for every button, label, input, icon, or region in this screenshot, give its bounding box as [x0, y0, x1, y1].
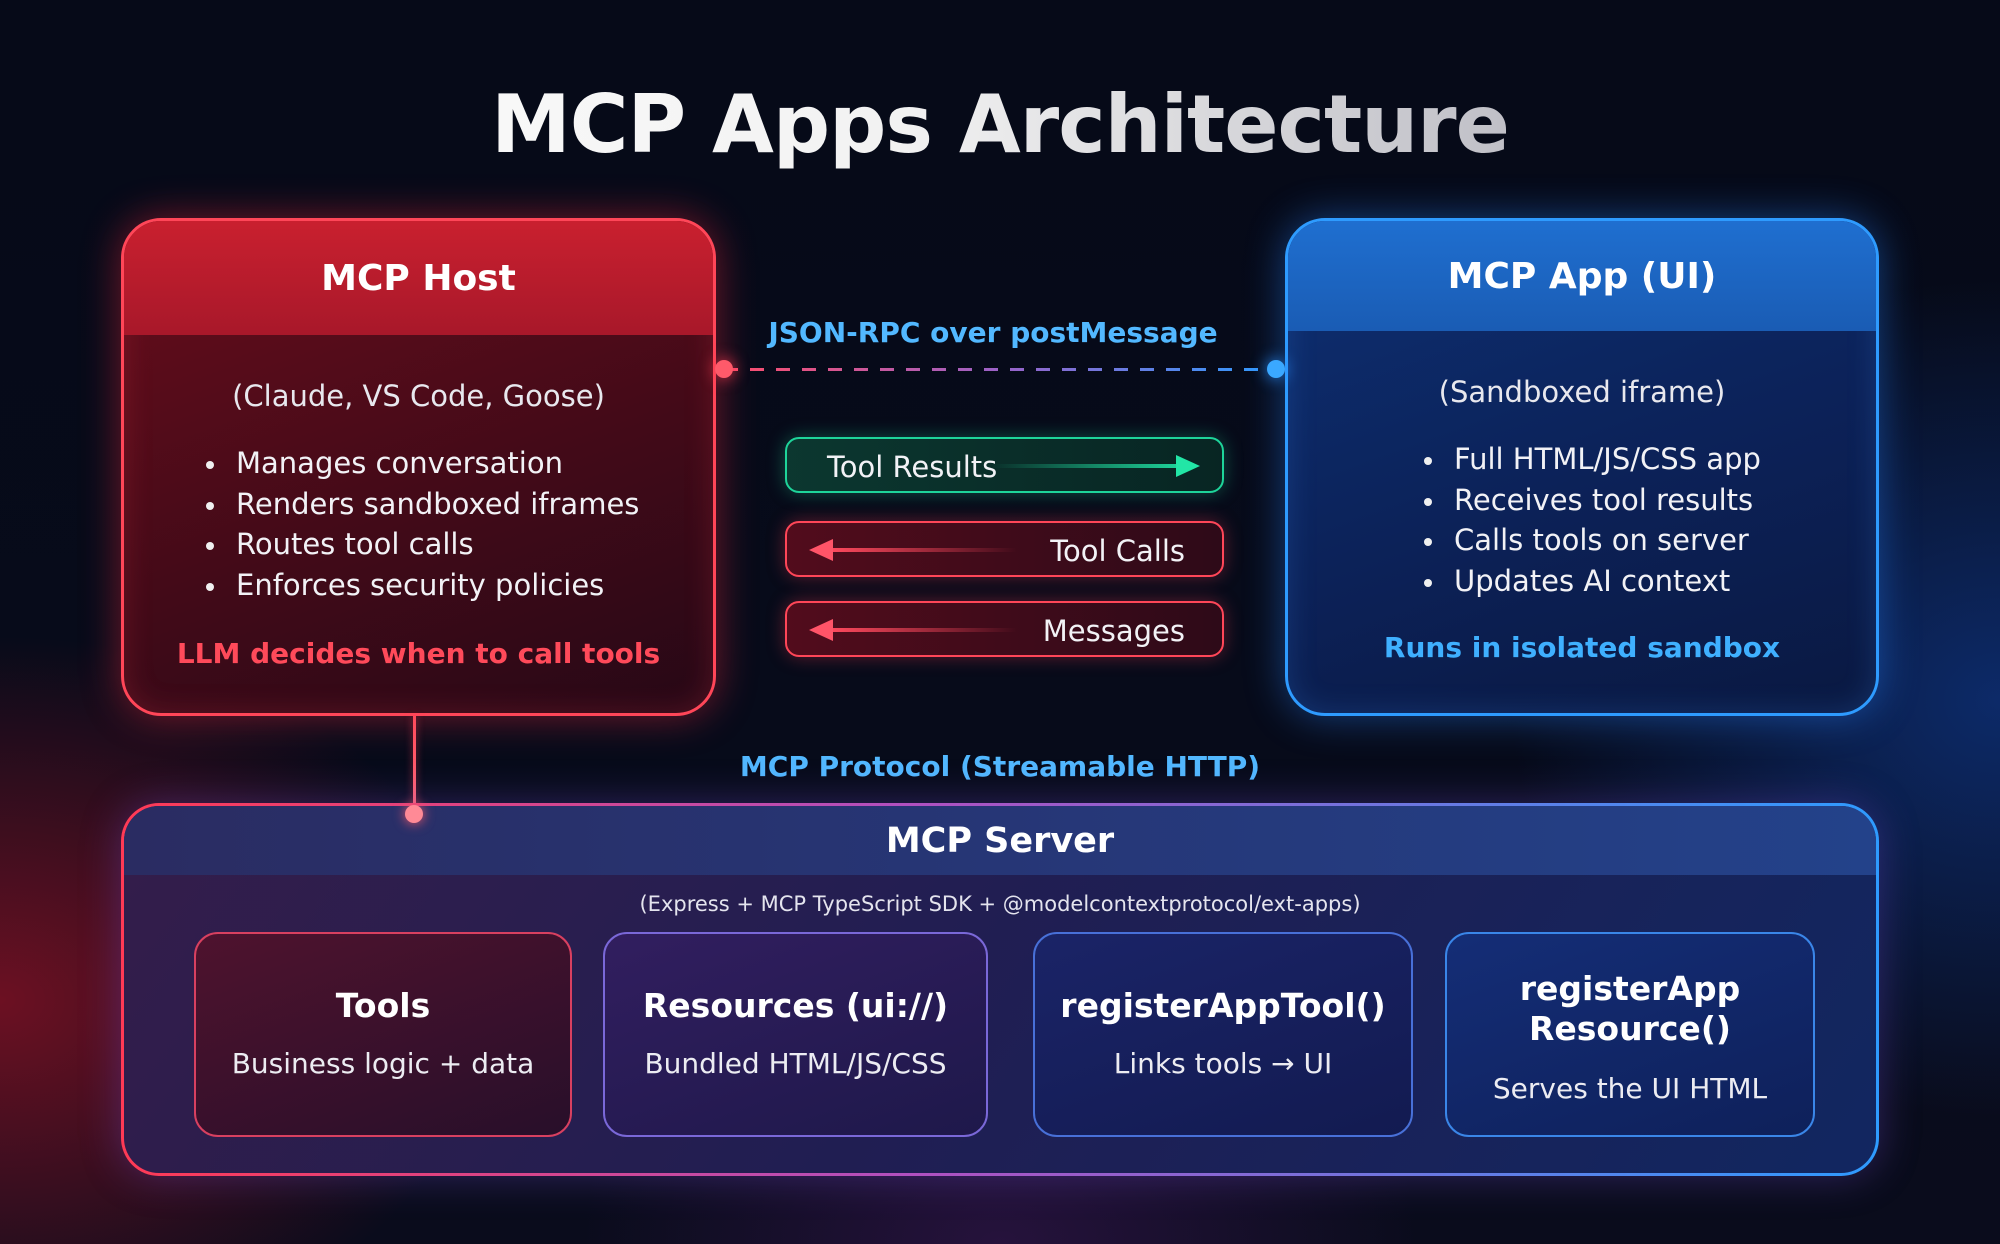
- mcp-server-panel: MCP Server (Express + MCP TypeScript SDK…: [121, 803, 1879, 1176]
- server-connector-dot: [405, 805, 423, 823]
- arrow-left-icon: [809, 619, 1017, 641]
- arrow-left-icon: [809, 539, 1017, 561]
- mcp-protocol-label: MCP Protocol (Streamable HTTP): [739, 750, 1261, 783]
- host-connector-dot: [715, 360, 733, 378]
- app-connector-dot: [1267, 360, 1285, 378]
- tool-calls-label: Tool Calls: [1050, 534, 1185, 568]
- tool-results-label: Tool Results: [827, 450, 998, 484]
- tool-calls-flow: Tool Calls: [785, 521, 1224, 577]
- arrow-right-icon: [992, 455, 1200, 477]
- host-server-connector: [413, 716, 416, 814]
- mcp-host-subtitle: (Claude, VS Code, Goose): [232, 379, 605, 413]
- register-app-resource-box: registerApp Resource() Serves the UI HTM…: [1445, 932, 1815, 1137]
- mcp-server-title: MCP Server: [124, 806, 1876, 875]
- mcp-host-card: MCP Host (Claude, VS Code, Goose) Manage…: [121, 218, 716, 716]
- box-title: registerApp: [1519, 969, 1741, 1008]
- box-title: Resources (ui://): [642, 986, 949, 1025]
- bullet-item: Manages conversation: [206, 443, 639, 484]
- bullet-item: Renders sandboxed iframes: [206, 484, 639, 525]
- page-title: MCP Apps Architecture: [0, 78, 2000, 171]
- box-description: Business logic + data: [231, 1047, 535, 1080]
- mcp-app-card: MCP App (UI) (Sandboxed iframe) Full HTM…: [1285, 218, 1879, 716]
- bullet-item: Calls tools on server: [1424, 520, 1761, 561]
- box-description: Links tools → UI: [1113, 1047, 1333, 1080]
- mcp-app-subtitle: (Sandboxed iframe): [1438, 375, 1726, 409]
- mcp-app-note: Runs in isolated sandbox: [1383, 631, 1781, 664]
- mcp-app-bullets: Full HTML/JS/CSS app Receives tool resul…: [1424, 439, 1761, 601]
- mcp-app-title: MCP App (UI): [1288, 221, 1876, 331]
- bullet-item: Full HTML/JS/CSS app: [1424, 439, 1761, 480]
- jsonrpc-dashed-line: [724, 368, 1276, 371]
- resources-box: Resources (ui://) Bundled HTML/JS/CSS: [603, 932, 988, 1137]
- messages-flow: Messages: [785, 601, 1224, 657]
- mcp-host-title: MCP Host: [124, 221, 713, 335]
- box-title-line2: Resource(): [1529, 1009, 1731, 1048]
- tools-box: Tools Business logic + data: [194, 932, 572, 1137]
- bullet-item: Enforces security policies: [206, 565, 639, 606]
- messages-label: Messages: [1042, 614, 1185, 648]
- tool-results-flow: Tool Results: [785, 437, 1224, 493]
- mcp-host-note: LLM decides when to call tools: [176, 637, 661, 670]
- bullet-item: Updates AI context: [1424, 561, 1761, 602]
- bullet-item: Routes tool calls: [206, 524, 639, 565]
- register-app-tool-box: registerAppTool() Links tools → UI: [1033, 932, 1413, 1137]
- box-description: Bundled HTML/JS/CSS: [644, 1047, 947, 1080]
- box-title: registerAppTool(): [1060, 986, 1386, 1025]
- box-title: Tools: [335, 986, 431, 1025]
- mcp-server-subtitle: (Express + MCP TypeScript SDK + @modelco…: [639, 892, 1361, 916]
- mcp-host-bullets: Manages conversation Renders sandboxed i…: [206, 443, 639, 605]
- box-description: Serves the UI HTML: [1492, 1072, 1768, 1105]
- jsonrpc-label: JSON-RPC over postMessage: [768, 316, 1218, 349]
- bullet-item: Receives tool results: [1424, 480, 1761, 521]
